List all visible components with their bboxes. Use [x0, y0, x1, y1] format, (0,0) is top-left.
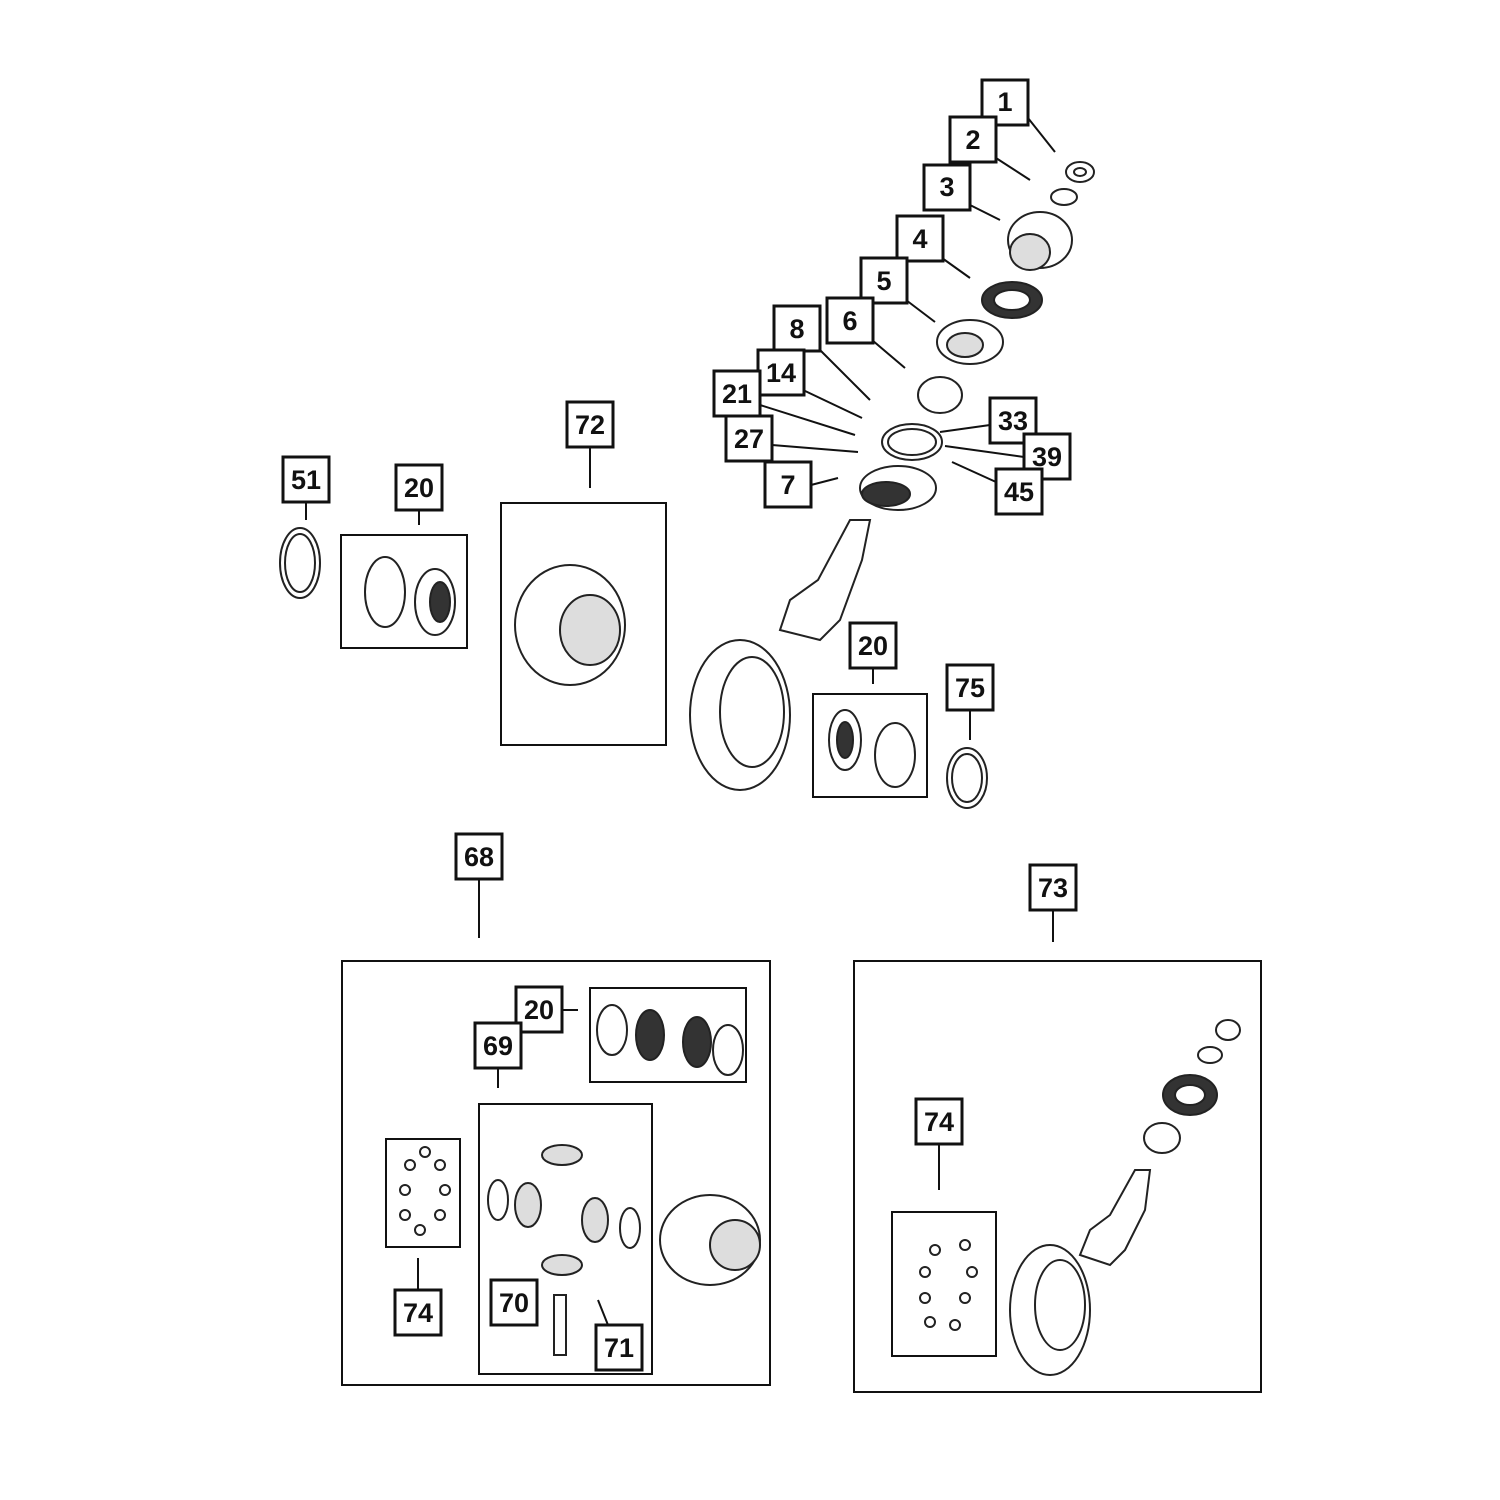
side-parts [279, 527, 988, 809]
callout-5: 5 [859, 256, 909, 305]
bearing-cup-right [874, 722, 916, 788]
gear-kit-frame [478, 1103, 653, 1375]
bearing-kit-frame-left [340, 534, 468, 649]
svg-text:39: 39 [1032, 442, 1062, 472]
callout-71: 71 [594, 1323, 644, 1372]
callout-69: 69 [473, 1021, 523, 1070]
callout-45: 45 [994, 467, 1044, 516]
svg-text:8: 8 [789, 314, 804, 344]
svg-text:14: 14 [766, 358, 796, 388]
bearing-kit-frame-right [812, 693, 928, 798]
pinion-gear [778, 519, 872, 642]
inner-bearing-kit-frame [589, 987, 747, 1083]
svg-text:33: 33 [998, 406, 1028, 436]
kit-73-parts [919, 1019, 1241, 1376]
svg-text:20: 20 [404, 473, 434, 503]
callout-21: 21 [712, 369, 762, 418]
callout-74-left: 74 [393, 1288, 443, 1337]
callout-70: 70 [489, 1278, 539, 1327]
callout-68: 68 [454, 832, 504, 881]
callout-14: 14 [756, 348, 806, 397]
svg-text:74: 74 [403, 1298, 433, 1328]
svg-text:45: 45 [1004, 477, 1034, 507]
svg-text:71: 71 [604, 1333, 634, 1363]
svg-text:27: 27 [734, 424, 764, 454]
callout-51: 51 [281, 455, 331, 504]
pinion-stack-parts [689, 161, 1095, 791]
svg-text:73: 73 [1038, 873, 1068, 903]
callout-2: 2 [948, 115, 998, 164]
gear-set-kit-frame [853, 960, 1262, 1393]
svg-text:7: 7 [780, 470, 795, 500]
svg-text:68: 68 [464, 842, 494, 872]
differential-case-kit-frame [341, 960, 771, 1386]
bolt-kit-frame-right [891, 1211, 997, 1357]
svg-text:5: 5 [876, 266, 891, 296]
callout-7: 7 [763, 460, 813, 509]
callout-72: 72 [565, 400, 615, 449]
callout-4: 4 [895, 214, 945, 263]
callout-27: 27 [724, 414, 774, 463]
callout-3: 3 [922, 163, 972, 212]
callout-20-left: 20 [394, 463, 444, 512]
svg-text:51: 51 [291, 465, 321, 495]
bearing-cup [364, 556, 406, 628]
svg-text:72: 72 [575, 410, 605, 440]
svg-text:4: 4 [912, 224, 927, 254]
leader-lines [305, 117, 1056, 1326]
bolt-kit-frame-left [385, 1138, 461, 1248]
callout-75: 75 [945, 663, 995, 712]
callout-20-right: 20 [848, 621, 898, 670]
kit-68-parts [399, 1004, 761, 1356]
locker-frame [500, 502, 667, 746]
svg-text:20: 20 [858, 631, 888, 661]
svg-text:2: 2 [965, 125, 980, 155]
washer [1050, 188, 1078, 206]
svg-text:21: 21 [722, 379, 752, 409]
svg-text:69: 69 [483, 1031, 513, 1061]
svg-text:74: 74 [924, 1107, 954, 1137]
outer-race [917, 376, 963, 414]
svg-text:70: 70 [499, 1288, 529, 1318]
svg-text:1: 1 [997, 87, 1012, 117]
svg-text:6: 6 [842, 306, 857, 336]
svg-text:75: 75 [955, 673, 985, 703]
svg-text:20: 20 [524, 995, 554, 1025]
callout-6: 6 [825, 296, 875, 345]
callout-8: 8 [772, 304, 822, 353]
kit-frames [340, 502, 1262, 1393]
svg-text:3: 3 [939, 172, 954, 202]
callout-74-right: 74 [914, 1097, 964, 1146]
callout-20-inner: 20 [514, 985, 564, 1034]
callout-73: 73 [1028, 863, 1078, 912]
